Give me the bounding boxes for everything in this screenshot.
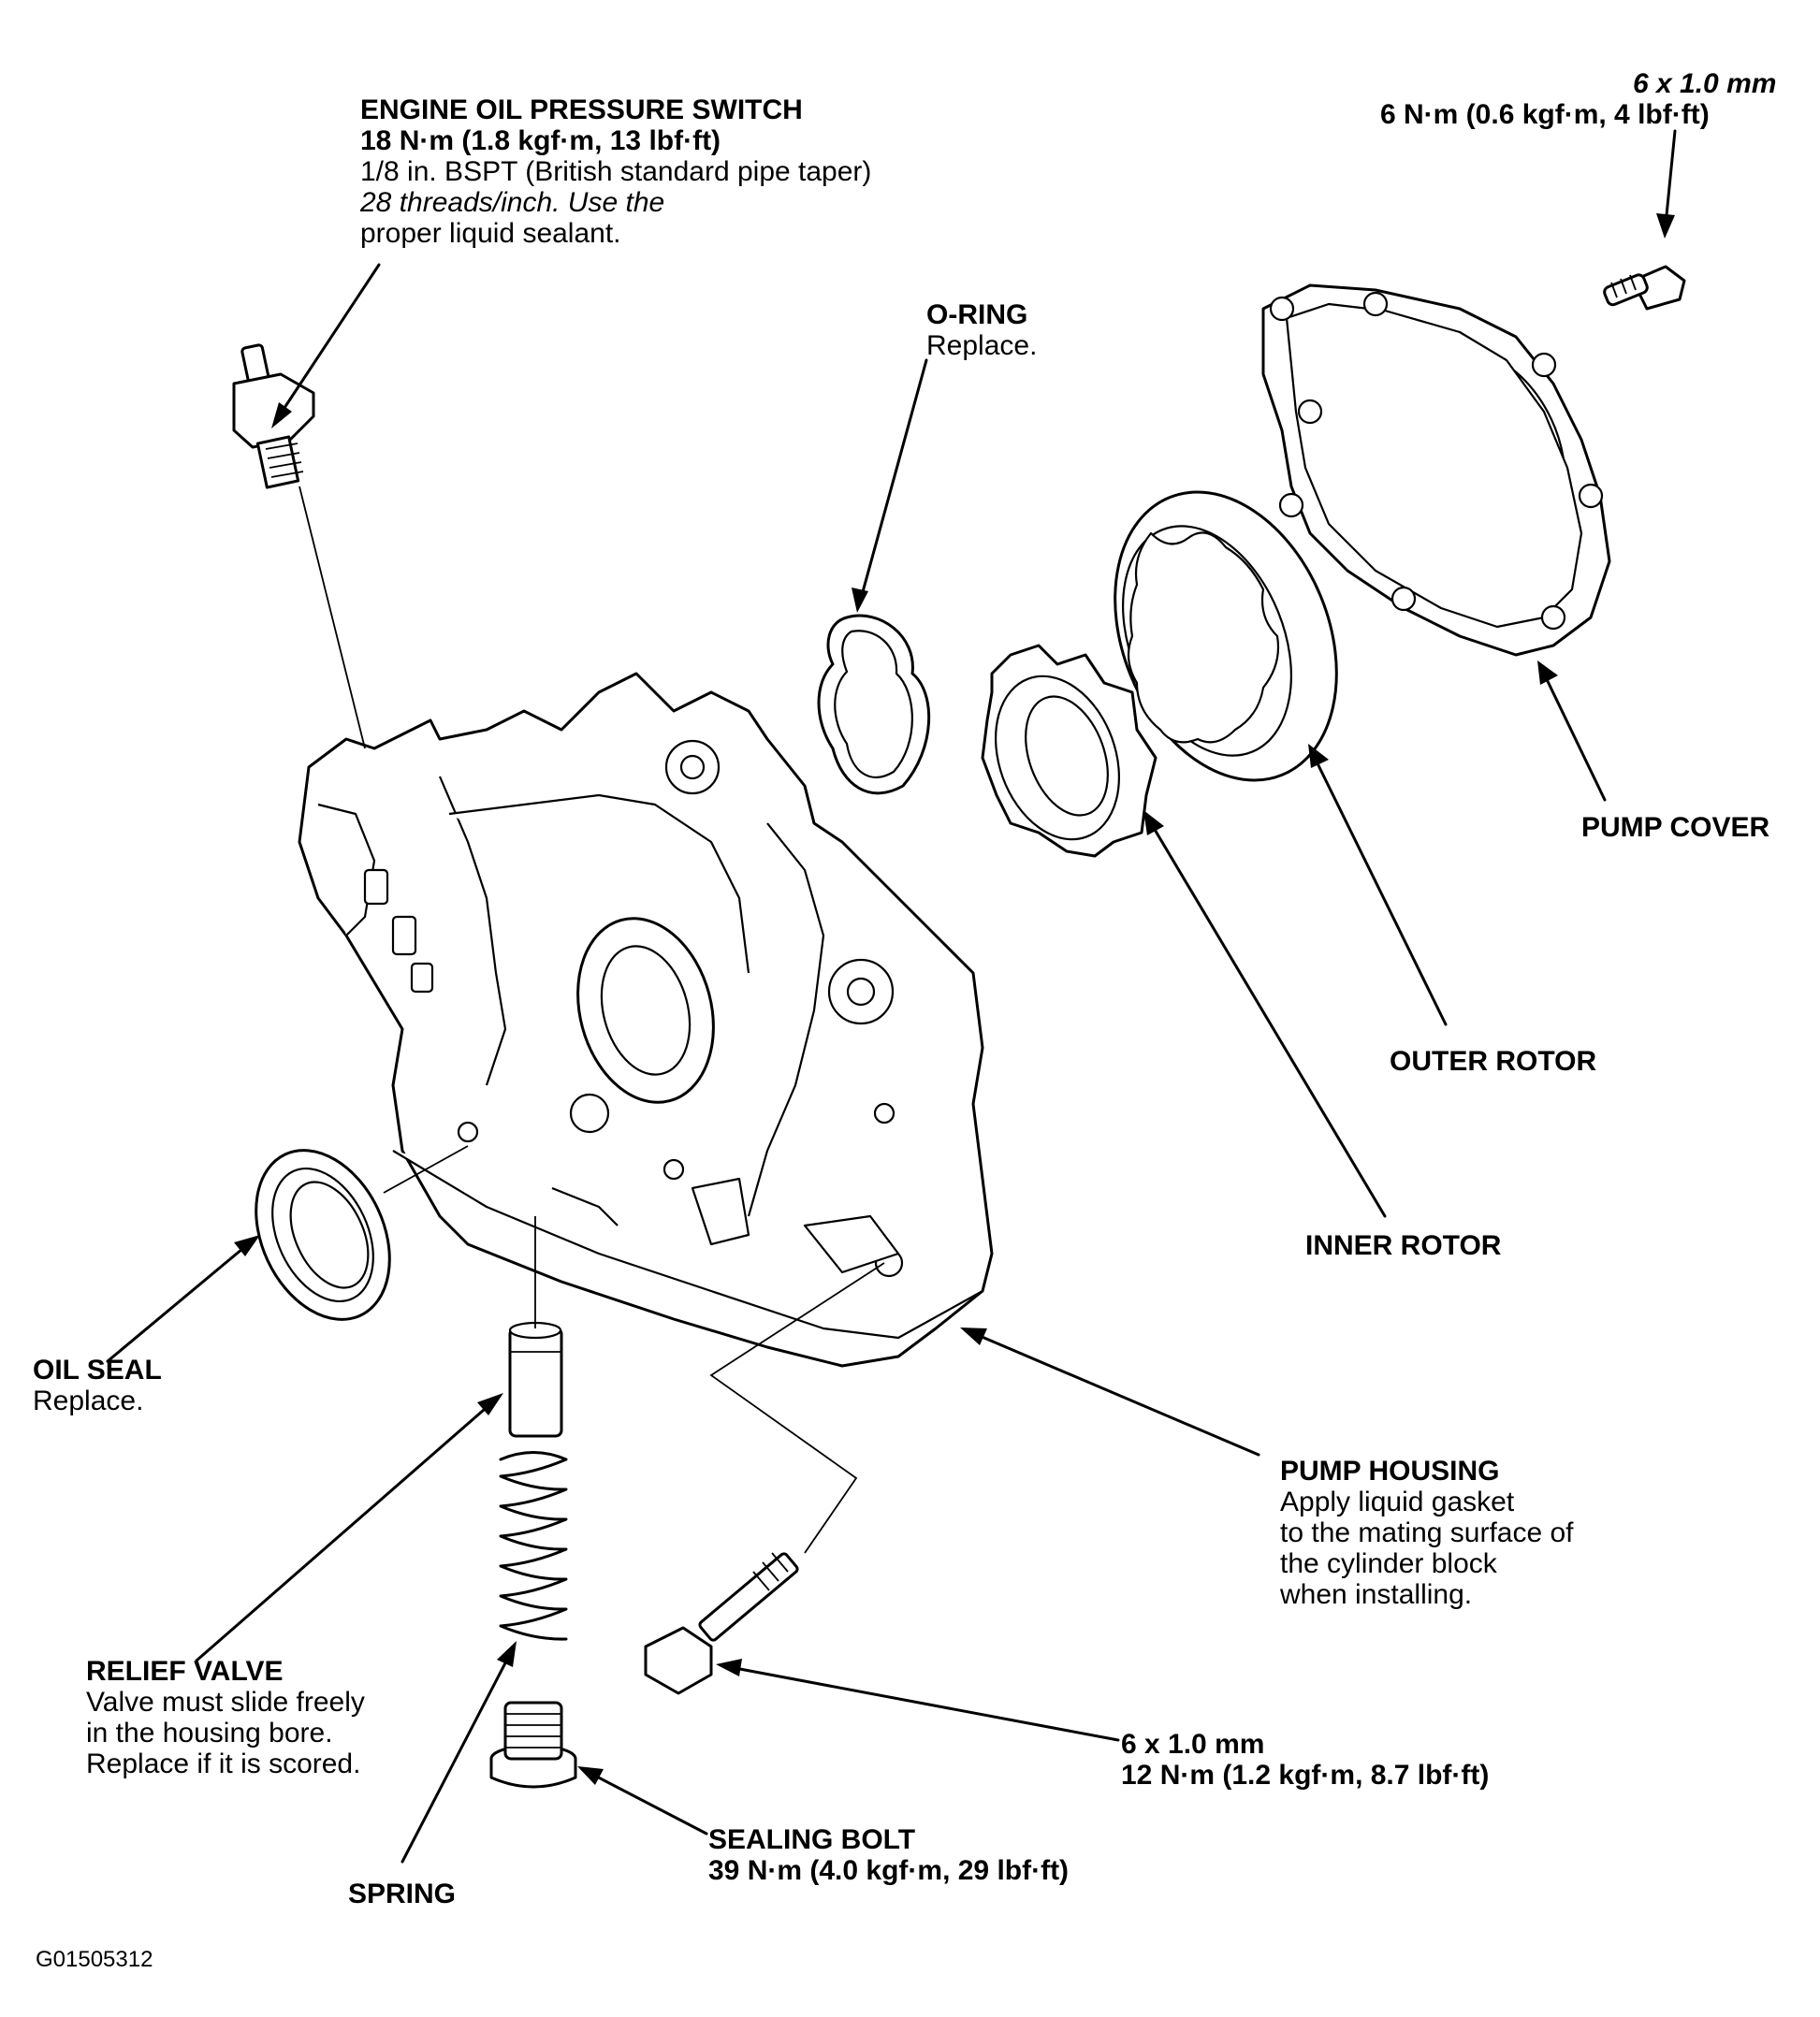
oil-seal-label: OIL SEAL Replace.	[33, 1355, 162, 1416]
relief-valve-line2: in the housing bore.	[86, 1718, 333, 1749]
pump-housing-label: PUMP HOUSING Apply liquid gasket to the …	[1280, 1456, 1574, 1610]
pump-cover-title: PUMP COVER	[1581, 812, 1770, 843]
pump-housing-line3: the cylinder block	[1280, 1548, 1497, 1579]
inner-rotor-label: INNER ROTOR	[1305, 1230, 1501, 1261]
oil-pressure-switch-title: ENGINE OIL PRESSURE SWITCH	[360, 94, 803, 125]
relief-valve-line3: Replace if it is scored.	[86, 1749, 361, 1779]
relief-valve-line1: Valve must slide freely	[86, 1687, 365, 1718]
inner-rotor	[981, 644, 1158, 858]
housing-bolt	[644, 1552, 799, 1695]
sealing-bolt	[489, 1701, 577, 1789]
sealing-bolt-torque: 39 N·m (4.0 kgf·m, 29 lbf·ft)	[708, 1855, 1070, 1886]
housing-bolt-label: 6 x 1.0 mm 12 N·m (1.2 kgf·m, 8.7 lbf·ft…	[1121, 1729, 1489, 1791]
bolt-leader	[709, 1262, 885, 1554]
inner-rotor-title: INNER ROTOR	[1305, 1230, 1502, 1261]
pump-cover	[1261, 283, 1611, 657]
figure-code-text: G01505312	[36, 1947, 153, 1972]
outer-rotor-label: OUTER ROTOR	[1390, 1046, 1596, 1077]
pump-housing-title: PUMP HOUSING	[1280, 1456, 1500, 1487]
o-ring-note: Replace.	[926, 330, 1038, 361]
relief-valve	[508, 1321, 563, 1438]
figure-code: G01505312	[36, 1944, 153, 1975]
pump-housing-line2: to the mating surface of	[1280, 1517, 1574, 1548]
oil-pressure-switch-sealant: proper liquid sealant.	[360, 218, 621, 249]
spring	[499, 1451, 568, 1641]
callout-arrows	[106, 129, 1677, 1864]
switch-leader	[298, 486, 366, 749]
cover-bolt-torque: 6 N·m (0.6 kgf·m, 4 lbf·ft)	[1380, 99, 1710, 130]
cover-bolt-label: 6 x 1.0 mm 6 N·m (0.6 kgf·m, 4 lbf·ft)	[1380, 68, 1776, 130]
sealing-bolt-label: SEALING BOLT 39 N·m (4.0 kgf·m, 29 lbf·f…	[708, 1824, 1069, 1886]
cover-bolt-size: 6 x 1.0 mm	[1633, 68, 1777, 99]
oil-seal	[255, 1149, 391, 1321]
oil-pressure-switch-label: ENGINE OIL PRESSURE SWITCH 18 N·m (1.8 k…	[360, 94, 871, 249]
relief-valve-label: RELIEF VALVE Valve must slide freely in …	[86, 1656, 365, 1779]
cover-bolt	[1603, 265, 1686, 311]
o-ring-label: O-RING Replace.	[926, 299, 1037, 361]
seal-leader	[383, 1145, 469, 1194]
spring-label: SPRING	[348, 1879, 456, 1909]
oil-pressure-switch	[232, 343, 315, 489]
sealing-bolt-title: SEALING BOLT	[708, 1824, 916, 1855]
oil-pressure-switch-tpi: 28 threads/inch. Use the	[360, 187, 665, 218]
o-ring	[817, 614, 931, 795]
oil-pressure-switch-thread: 1/8 in. BSPT (British standard pipe tape…	[360, 156, 872, 187]
oil-seal-title: OIL SEAL	[33, 1355, 162, 1386]
pump-housing	[298, 672, 994, 1368]
oil-pressure-switch-torque: 18 N·m (1.8 kgf·m, 13 lbf·ft)	[360, 125, 721, 156]
spring-title: SPRING	[348, 1879, 457, 1909]
outer-rotor-title: OUTER ROTOR	[1390, 1046, 1597, 1077]
pump-housing-line4: when installing.	[1280, 1579, 1473, 1610]
outer-rotor	[1114, 490, 1338, 782]
relief-valve-title: RELIEF VALVE	[86, 1656, 284, 1687]
pump-cover-label: PUMP COVER	[1581, 812, 1769, 843]
pump-housing-line1: Apply liquid gasket	[1280, 1487, 1515, 1517]
housing-bolt-torque: 12 N·m (1.2 kgf·m, 8.7 lbf·ft)	[1121, 1760, 1490, 1791]
o-ring-title: O-RING	[926, 299, 1028, 330]
oil-seal-note: Replace.	[33, 1386, 144, 1416]
housing-bolt-size: 6 x 1.0 mm	[1121, 1729, 1265, 1760]
